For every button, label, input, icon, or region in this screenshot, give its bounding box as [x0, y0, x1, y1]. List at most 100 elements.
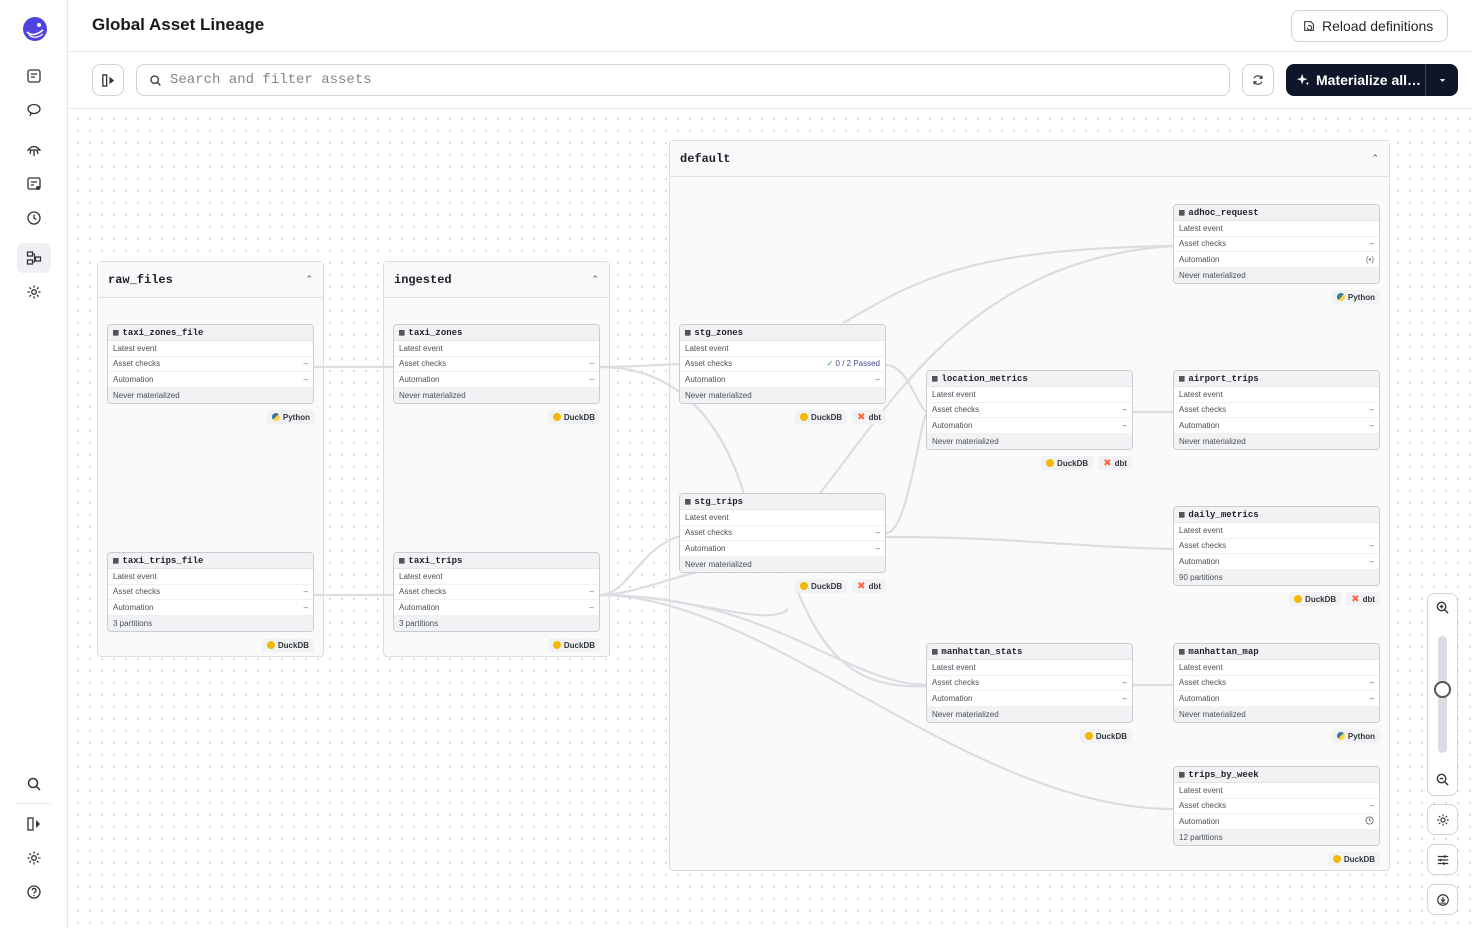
asset-node-stg-trips[interactable]: ▦stg_trips Latest event Asset checks– Au… [679, 493, 886, 573]
toggle-sidebar-button[interactable] [92, 64, 124, 96]
automation-label: Automation [1179, 254, 1220, 264]
layout-options-button[interactable] [1427, 844, 1458, 875]
dbt-icon: ✖ [1351, 593, 1360, 605]
asset-checks-value: – [1369, 239, 1374, 249]
python-icon [1336, 293, 1345, 301]
schedule-clock-icon[interactable] [1365, 816, 1374, 827]
asset-checks-value[interactable]: ✓ 0 / 2 Passed [827, 359, 880, 368]
table-icon: ▦ [932, 646, 938, 657]
group-header[interactable]: default ⌃ [670, 141, 1389, 177]
materialize-dropdown-button[interactable] [1426, 76, 1458, 85]
zoom-out-icon[interactable] [1435, 772, 1450, 792]
automation-value: – [1369, 693, 1374, 703]
asset-checks-label: Asset checks [1179, 801, 1227, 811]
duckdb-tag[interactable]: DuckDB [261, 638, 314, 652]
duckdb-icon [1084, 732, 1093, 740]
jobs-icon[interactable] [17, 169, 51, 199]
lineage-canvas[interactable]: raw_files ⌃ ingested ⌃ default ⌃ [68, 109, 1472, 928]
asset-name: location_metrics [941, 373, 1028, 384]
python-icon [1336, 732, 1345, 740]
tags: DuckDB [258, 638, 314, 652]
asset-node-manhattan-map[interactable]: ▦manhattan_map Latest event Asset checks… [1173, 643, 1380, 723]
duckdb-tag[interactable]: DuckDB [1079, 729, 1132, 743]
asset-name: taxi_zones [408, 327, 463, 338]
duckdb-tag[interactable]: DuckDB [795, 579, 848, 593]
duckdb-tag[interactable]: DuckDB [795, 410, 848, 424]
dbt-tag[interactable]: ✖dbt [1098, 456, 1132, 470]
collapse-nav-icon[interactable] [17, 809, 51, 839]
duckdb-icon [552, 413, 561, 421]
tags: DuckDB ✖dbt [1036, 456, 1132, 470]
asset-name: manhattan_stats [941, 646, 1023, 657]
duckdb-icon [1294, 595, 1303, 603]
asset-node-taxi-zones[interactable]: ▦taxi_zones Latest event Asset checks– A… [393, 324, 600, 404]
duckdb-tag[interactable]: DuckDB [1041, 456, 1094, 470]
runs-icon[interactable] [17, 95, 51, 125]
asset-name: daily_metrics [1188, 509, 1259, 520]
python-tag[interactable]: Python [1331, 729, 1380, 743]
materialize-all-main[interactable]: Materialize all… [1286, 64, 1426, 96]
collapse-icon[interactable]: ⌃ [591, 274, 599, 284]
help-icon[interactable] [17, 877, 51, 907]
asset-node-taxi-trips[interactable]: ▦taxi_trips Latest event Asset checks– A… [393, 552, 600, 632]
sidebar-toggle-icon [101, 73, 114, 87]
group-header[interactable]: ingested ⌃ [384, 262, 609, 298]
search-input[interactable] [170, 72, 1170, 88]
settings-icon[interactable] [17, 843, 51, 873]
dagster-logo-icon[interactable] [18, 14, 52, 44]
zoom-slider-handle[interactable] [1434, 681, 1451, 698]
duckdb-tag[interactable]: DuckDB [1327, 852, 1380, 866]
asset-name: adhoc_request [1188, 207, 1259, 218]
lineage-edges [314, 244, 1174, 811]
tags: Python [263, 410, 315, 424]
overview-icon[interactable] [17, 61, 51, 91]
asset-node-taxi-zones-file[interactable]: ▦taxi_zones_file Latest event Asset chec… [107, 324, 314, 404]
asset-node-location-metrics[interactable]: ▦location_metrics Latest event Asset che… [926, 370, 1133, 450]
asset-checks-passed: 0 / 2 Passed [835, 359, 880, 369]
zoom-in-icon[interactable] [1435, 600, 1450, 620]
refresh-button[interactable] [1242, 64, 1274, 96]
top-bar: Global Asset Lineage Reload definitions [68, 0, 1472, 52]
dbt-tag[interactable]: ✖dbt [852, 579, 886, 593]
duckdb-tag[interactable]: DuckDB [547, 410, 600, 424]
automation-clock-icon[interactable] [17, 203, 51, 233]
deployment-settings-icon[interactable] [17, 277, 51, 307]
dbt-tag[interactable]: ✖dbt [852, 410, 886, 424]
group-header[interactable]: raw_files ⌃ [98, 262, 323, 298]
asset-node-airport-trips[interactable]: ▦airport_trips Latest event Asset checks… [1173, 370, 1380, 450]
duckdb-tag[interactable]: DuckDB [1289, 592, 1342, 606]
reload-definitions-button[interactable]: Reload definitions [1291, 10, 1448, 42]
table-icon: ▦ [399, 327, 405, 338]
asset-checks-label: Asset checks [1179, 405, 1227, 415]
asset-node-taxi-trips-file[interactable]: ▦taxi_trips_file Latest event Asset chec… [107, 552, 314, 632]
sensor-icon[interactable]: (•) [1365, 254, 1374, 264]
asset-checks-label: Asset checks [932, 405, 980, 415]
python-tag[interactable]: Python [1331, 290, 1380, 304]
graph-settings-button[interactable] [1427, 804, 1458, 835]
python-tag[interactable]: Python [266, 410, 315, 424]
duckdb-icon [800, 413, 809, 421]
dbt-tag[interactable]: ✖dbt [1346, 592, 1380, 606]
materialization-status: Never materialized [927, 433, 1132, 449]
materialize-all-button[interactable]: Materialize all… [1286, 64, 1458, 96]
asset-name: taxi_zones_file [122, 327, 204, 338]
duckdb-tag[interactable]: DuckDB [547, 638, 600, 652]
download-button[interactable] [1427, 884, 1458, 915]
collapse-icon[interactable]: ⌃ [1371, 153, 1379, 163]
asset-node-manhattan-stats[interactable]: ▦manhattan_stats Latest event Asset chec… [926, 643, 1133, 723]
lineage-icon[interactable] [17, 243, 51, 273]
asset-checks-label: Asset checks [113, 359, 161, 369]
asset-node-trips-by-week[interactable]: ▦trips_by_week Latest event Asset checks… [1173, 766, 1380, 846]
table-icon: ▦ [1179, 769, 1185, 780]
collapse-icon[interactable]: ⌃ [305, 274, 313, 284]
materialization-status: 3 partitions [394, 615, 599, 631]
search-bar[interactable] [136, 64, 1230, 96]
search-icon[interactable] [17, 769, 51, 799]
asset-node-stg-zones[interactable]: ▦stg_zones Latest event Asset checks✓ 0 … [679, 324, 886, 404]
asset-node-adhoc-request[interactable]: ▦adhoc_request Latest event Asset checks… [1173, 204, 1380, 284]
tags: DuckDB ✖dbt [790, 579, 886, 593]
table-icon: ▦ [1179, 207, 1185, 218]
tags: DuckDB [544, 410, 600, 424]
catalog-icon[interactable] [17, 135, 51, 165]
asset-node-daily-metrics[interactable]: ▦daily_metrics Latest event Asset checks… [1173, 506, 1380, 586]
